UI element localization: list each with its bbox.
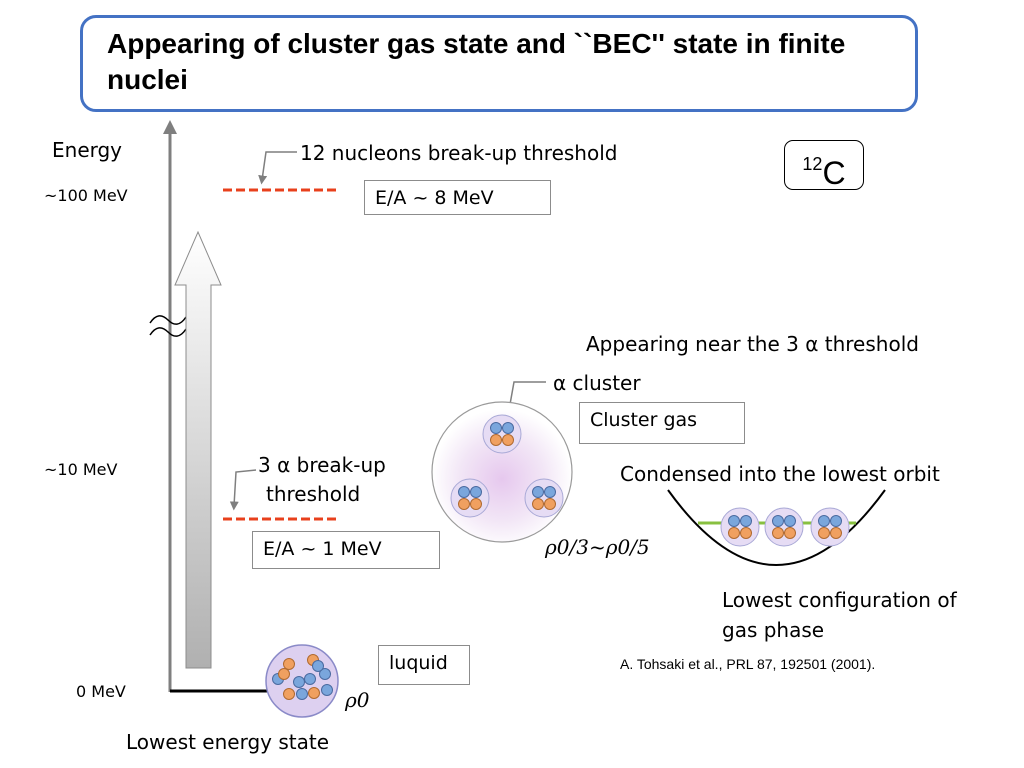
- proton: [728, 527, 740, 539]
- neutron: [458, 486, 470, 498]
- rho0-label: ρ0: [345, 688, 370, 712]
- neutron: [502, 422, 514, 434]
- neutron: [304, 673, 316, 685]
- tick-label-0mev: 0 MeV: [76, 682, 126, 701]
- proton: [502, 434, 514, 446]
- proton: [283, 658, 295, 670]
- neutron: [772, 515, 784, 527]
- title-box: Appearing of cluster gas state and ``BEC…: [80, 15, 918, 112]
- proton: [283, 688, 295, 700]
- neutron: [490, 422, 502, 434]
- neutron: [312, 660, 324, 672]
- ea-8-mev-box: E/A ~ 8 MeV: [364, 180, 551, 215]
- neutron: [296, 688, 308, 700]
- alpha-breakup-label-1: 3 α break-up: [258, 453, 386, 477]
- pointer-arrow-3alpha: [229, 469, 257, 511]
- energy-increase-arrow: [174, 230, 222, 669]
- alpha-cluster: [524, 478, 564, 518]
- alpha-cluster: [482, 414, 522, 454]
- proton: [490, 434, 502, 446]
- mass-number: 12: [802, 154, 823, 174]
- approx-break-icon: [149, 315, 187, 337]
- reference-citation: A. Tohsaki et al., PRL 87, 192501 (2001)…: [620, 656, 876, 672]
- condensed-label: Condensed into the lowest orbit: [620, 462, 940, 486]
- energy-axis-arrowhead: [163, 120, 177, 134]
- lowest-energy-label: Lowest energy state: [126, 730, 330, 754]
- tick-label-10mev: ~10 MeV: [44, 460, 118, 479]
- proton: [278, 668, 290, 680]
- neutron: [319, 668, 331, 680]
- neutron: [470, 486, 482, 498]
- cluster-gas-box: Cluster gas: [579, 402, 745, 444]
- neutron: [740, 515, 752, 527]
- proton: [458, 498, 470, 510]
- tick-label-100mev: ~100 MeV: [44, 186, 128, 205]
- alpha-cluster: [764, 507, 804, 547]
- proton: [308, 687, 320, 699]
- element-symbol: C: [822, 155, 846, 191]
- lowest-config-label-2: gas phase: [722, 618, 825, 642]
- neutron: [321, 684, 333, 696]
- lowest-config-label-1: Lowest configuration of: [722, 588, 957, 612]
- nucleus-12c-badge: 12C: [784, 140, 864, 191]
- proton: [830, 527, 842, 539]
- alpha-cluster: [720, 507, 760, 547]
- page-title: Appearing of cluster gas state and ``BEC…: [107, 28, 846, 95]
- proton: [740, 527, 752, 539]
- energy-axis-label: Energy: [52, 138, 123, 162]
- alpha-cluster: [810, 507, 850, 547]
- twelve-nucleons-label: 12 nucleons break-up threshold: [300, 141, 618, 165]
- alpha-cluster-label: α cluster: [553, 371, 641, 395]
- neutron: [784, 515, 796, 527]
- gas-density-label: ρ0/3~ρ0/5: [545, 535, 650, 559]
- proton: [784, 527, 796, 539]
- liquid-box: luquid: [378, 645, 470, 685]
- proton: [532, 498, 544, 510]
- neutron: [728, 515, 740, 527]
- neutron: [293, 676, 305, 688]
- pointer-arrow-alpha-cluster: [505, 381, 546, 415]
- alpha-cluster: [450, 478, 490, 518]
- neutron: [544, 486, 556, 498]
- neutron: [818, 515, 830, 527]
- neutron: [532, 486, 544, 498]
- ea-1-mev-box: E/A ~ 1 MeV: [252, 531, 440, 569]
- alpha-breakup-label-2: threshold: [266, 482, 361, 506]
- proton: [470, 498, 482, 510]
- proton: [544, 498, 556, 510]
- lowest-orbit-well: [667, 489, 886, 566]
- neutron: [830, 515, 842, 527]
- pointer-arrow-12: [258, 151, 297, 185]
- appearing-near-label: Appearing near the 3 α threshold: [586, 332, 919, 356]
- proton: [772, 527, 784, 539]
- proton: [818, 527, 830, 539]
